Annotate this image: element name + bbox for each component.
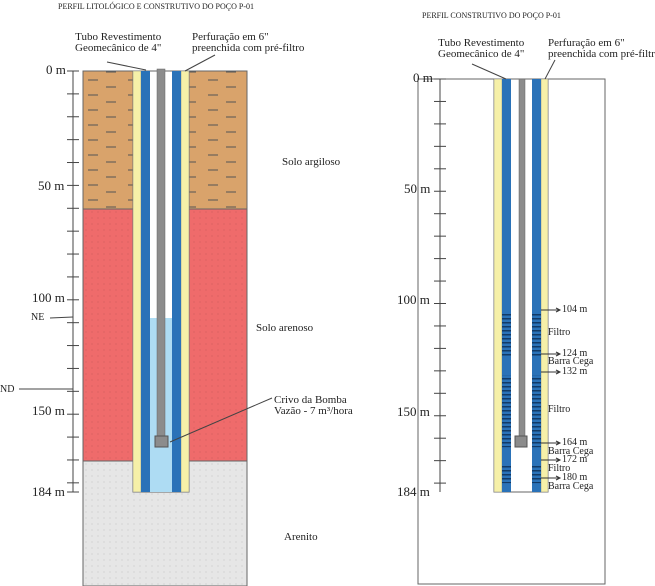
left-title: PERFIL LITOLÓGICO E CONSTRUTIVO DO POÇO … — [58, 2, 255, 11]
depth-label: 184 m — [397, 484, 430, 499]
filter-screen — [502, 312, 511, 358]
section-label: Barra Cega — [548, 481, 594, 492]
filter-screen — [532, 465, 541, 484]
depth-label: 0 m — [46, 62, 66, 77]
filter-screen — [532, 375, 541, 448]
dynamic-level-label: ND — [0, 384, 15, 395]
pump-icon — [154, 435, 169, 448]
section-label: Filtro — [548, 327, 571, 338]
depth-label: 184 m — [32, 484, 65, 499]
filter-screen — [502, 465, 511, 484]
borehole-label: Perfuração em 6"preenchida com pré-filtr… — [192, 31, 305, 54]
depth-marker: 172 m — [562, 454, 588, 465]
depth-marker: 180 m — [562, 472, 588, 483]
well-right — [493, 78, 549, 493]
right-title: PERFIL CONSTRUTIVO DO POÇO P-01 — [422, 11, 561, 20]
static-level-label: NE — [31, 312, 45, 323]
depth-label: 50 m — [404, 181, 431, 196]
filter-screen — [532, 312, 541, 358]
section-label: Barra Cega — [548, 446, 594, 457]
depth-marker: 164 m — [562, 437, 588, 448]
depth-label: 100 m — [397, 292, 430, 307]
layer-label-sandstone: Arenito — [284, 531, 318, 543]
depth-label: 150 m — [32, 403, 65, 418]
filter-screen — [502, 375, 511, 448]
well-left — [132, 68, 190, 493]
depth-label: 0 m — [413, 70, 433, 85]
depth-label: 150 m — [397, 404, 430, 419]
depth-label: 100 m — [32, 290, 65, 305]
section-label: Filtro — [548, 404, 571, 415]
depth-marker: 124 m — [562, 348, 588, 359]
depth-label: 50 m — [38, 178, 65, 193]
depth-marker: 104 m — [562, 304, 588, 315]
borehole-label: Perfuração em 6"preenchida com pré-filtr… — [548, 37, 655, 60]
layer-label-sand: Solo arenoso — [256, 322, 314, 334]
pump-icon — [514, 435, 528, 448]
layer-label-clay: Solo argiloso — [282, 156, 341, 168]
section-label: Filtro — [548, 463, 571, 474]
section-label: Barra Cega — [548, 356, 594, 367]
depth-marker: 132 m — [562, 366, 588, 377]
